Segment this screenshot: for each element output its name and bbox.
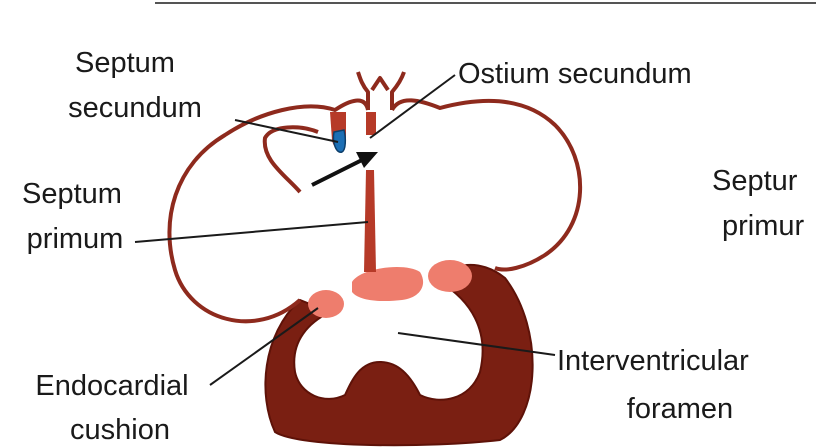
label-interventricular-foramen-line2: foramen xyxy=(627,393,733,425)
label-interventricular-foramen-line1: Interventricular xyxy=(557,345,749,377)
label-septum-secundum-line1: Septum xyxy=(75,47,175,79)
septum-primum-bar xyxy=(364,170,376,272)
label-septum-primum-right-line2: primur xyxy=(722,210,805,242)
leader-septum-secundum xyxy=(235,120,338,142)
label-endocardial-cushion-line1: Endocardial xyxy=(35,370,188,402)
label-septum-secundum-line2: secundum xyxy=(68,92,202,124)
endocardial-cushion-center xyxy=(352,267,423,301)
label-endocardial-cushion-line2: cushion xyxy=(70,414,170,446)
flow-arrow-shaft xyxy=(312,160,362,185)
label-septum-primum-right-line1: Septur xyxy=(712,165,798,197)
vena-cava-split xyxy=(372,78,388,90)
label-septum-primum-line2: primum xyxy=(27,223,124,255)
label-septum-primum-line1: Septum xyxy=(22,178,122,210)
label-ostium-secundum: Ostium secundum xyxy=(458,58,692,90)
endocardial-cushion-right xyxy=(428,260,472,292)
septum-upper-stub xyxy=(366,112,376,135)
endocardial-cushion-left xyxy=(308,290,344,318)
